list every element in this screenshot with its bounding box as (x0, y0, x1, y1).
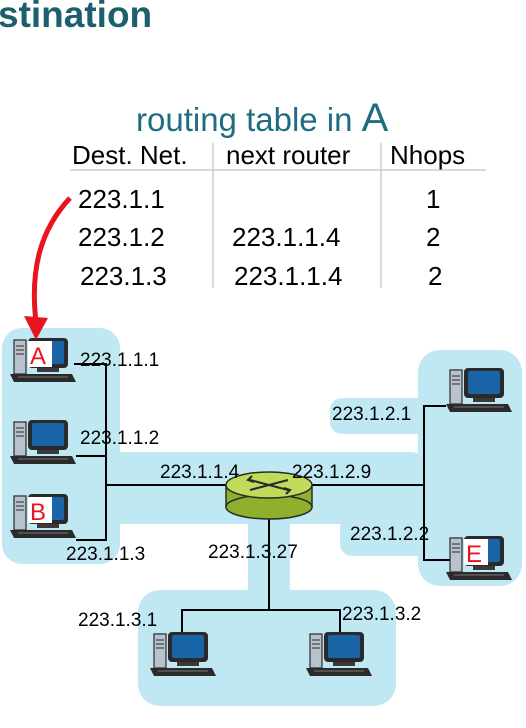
host-a-label: A (30, 343, 46, 370)
host-e-badge (464, 539, 488, 565)
address-label: 223.1.3.27 (208, 542, 298, 563)
table-cell-dest: 223.1.1 (78, 184, 165, 214)
caption-host: A (361, 96, 389, 140)
host-e-label: E (466, 541, 482, 568)
host-computer-icon (9, 419, 77, 465)
table-cell-dest: 223.1.2 (78, 222, 165, 252)
host-computer-icon (149, 631, 217, 677)
table-cell-nhops: 2 (426, 222, 441, 252)
address-label: 223.1.1.4 (160, 462, 240, 483)
address-label: 223.1.1.3 (66, 544, 146, 565)
red-arrow-icon (24, 196, 72, 340)
caption-text: routing table in (136, 101, 362, 138)
host-b-label: B (30, 499, 46, 526)
table-cell-nhops: 1 (426, 184, 441, 214)
table-header-dest: Dest. Net. (72, 140, 188, 170)
network-links (74, 363, 450, 645)
address-label: 223.1.2.9 (292, 462, 372, 483)
router (225, 471, 313, 520)
address-label: 223.1.2.1 (332, 404, 412, 425)
page-title: stination (0, 0, 153, 35)
address-label: 223.1.3.2 (342, 604, 422, 625)
table-header-next: next router (226, 140, 351, 170)
table-cell-dest: 223.1.3 (80, 261, 167, 291)
address-label: 223.1.2.2 (350, 524, 430, 545)
address-label: 223.1.1.2 (80, 428, 160, 449)
table-cell-next: 223.1.1.4 (234, 261, 343, 291)
address-label: 223.1.3.1 (78, 610, 158, 631)
table-header-nhops: Nhops (390, 140, 466, 170)
address-label: 223.1.1.1 (80, 350, 160, 371)
host-computer-icon (445, 367, 513, 413)
routing-table-caption: routing table in A (136, 96, 388, 141)
host-computer-icon (305, 631, 373, 677)
table-cell-next: 223.1.1.4 (232, 222, 341, 252)
host-b-badge (28, 497, 52, 523)
host-a-badge (28, 341, 52, 367)
table-cell-nhops: 2 (428, 261, 443, 291)
